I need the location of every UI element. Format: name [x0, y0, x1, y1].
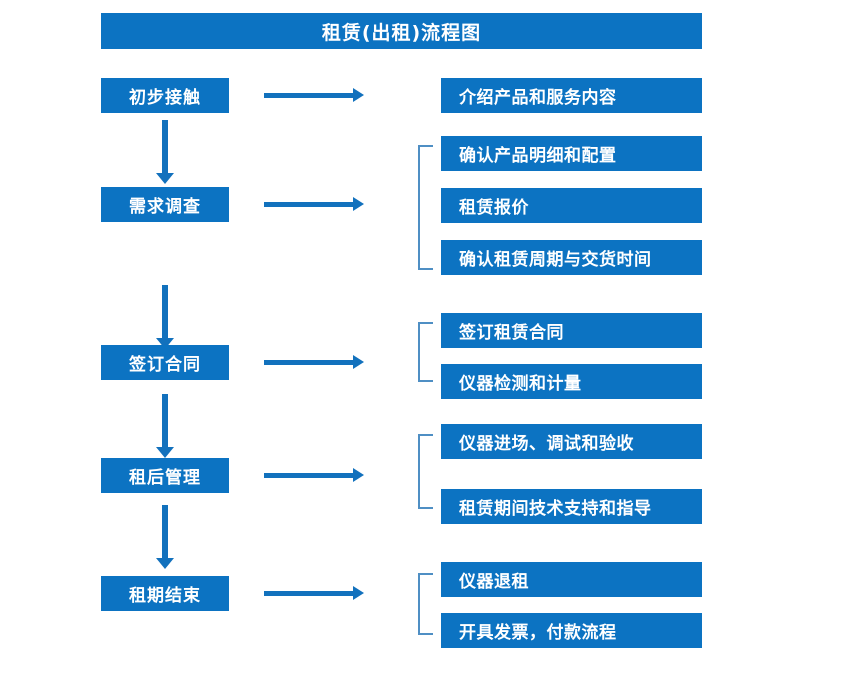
arrow-head [353, 355, 364, 369]
arrow-head [353, 586, 364, 600]
detail-box-1[interactable]: 介绍产品和服务内容 [441, 78, 702, 113]
stage-box-2[interactable]: 需求调查 [101, 187, 229, 222]
detail-box-4[interactable]: 确认租赁周期与交货时间 [441, 240, 702, 275]
stage-box-5[interactable]: 租期结束 [101, 576, 229, 611]
arrow-shaft [264, 202, 353, 207]
detail-box-2[interactable]: 确认产品明细和配置 [441, 136, 702, 171]
arrow-right-5 [264, 586, 364, 600]
group-bracket-5 [418, 573, 433, 635]
detail-box-9[interactable]: 仪器退租 [441, 562, 702, 597]
arrow-right-3 [264, 355, 364, 369]
arrow-right-4 [264, 468, 364, 482]
arrow-shaft [264, 591, 353, 596]
arrow-head [353, 197, 364, 211]
detail-box-8[interactable]: 租赁期间技术支持和指导 [441, 489, 702, 524]
group-bracket-2 [418, 145, 433, 270]
arrow-shaft [264, 360, 353, 365]
stage-box-3[interactable]: 签订合同 [101, 345, 229, 380]
arrow-shaft [162, 120, 168, 173]
arrow-shaft [264, 93, 353, 98]
arrow-head [353, 88, 364, 102]
detail-box-7[interactable]: 仪器进场、调试和验收 [441, 424, 702, 459]
arrow-down-4 [156, 505, 174, 569]
arrow-head [156, 338, 174, 349]
arrow-shaft [162, 505, 168, 558]
arrow-head [353, 468, 364, 482]
stage-box-4[interactable]: 租后管理 [101, 458, 229, 493]
arrow-down-1 [156, 120, 174, 184]
stage-box-1[interactable]: 初步接触 [101, 78, 229, 113]
arrow-shaft [162, 394, 168, 447]
arrow-shaft [264, 473, 353, 478]
detail-box-5[interactable]: 签订租赁合同 [441, 313, 702, 348]
group-bracket-4 [418, 434, 433, 509]
detail-box-6[interactable]: 仪器检测和计量 [441, 364, 702, 399]
detail-box-3[interactable]: 租赁报价 [441, 188, 702, 223]
group-bracket-3 [418, 322, 433, 382]
arrow-down-3 [156, 394, 174, 458]
detail-box-10[interactable]: 开具发票，付款流程 [441, 613, 702, 648]
arrow-right-2 [264, 197, 364, 211]
arrow-head [156, 173, 174, 184]
arrow-shaft [162, 285, 168, 338]
arrow-right-1 [264, 88, 364, 102]
arrow-head [156, 447, 174, 458]
flowchart-title-bar: 租赁(出租)流程图 [101, 13, 702, 49]
arrow-down-2 [156, 285, 174, 349]
arrow-head [156, 558, 174, 569]
